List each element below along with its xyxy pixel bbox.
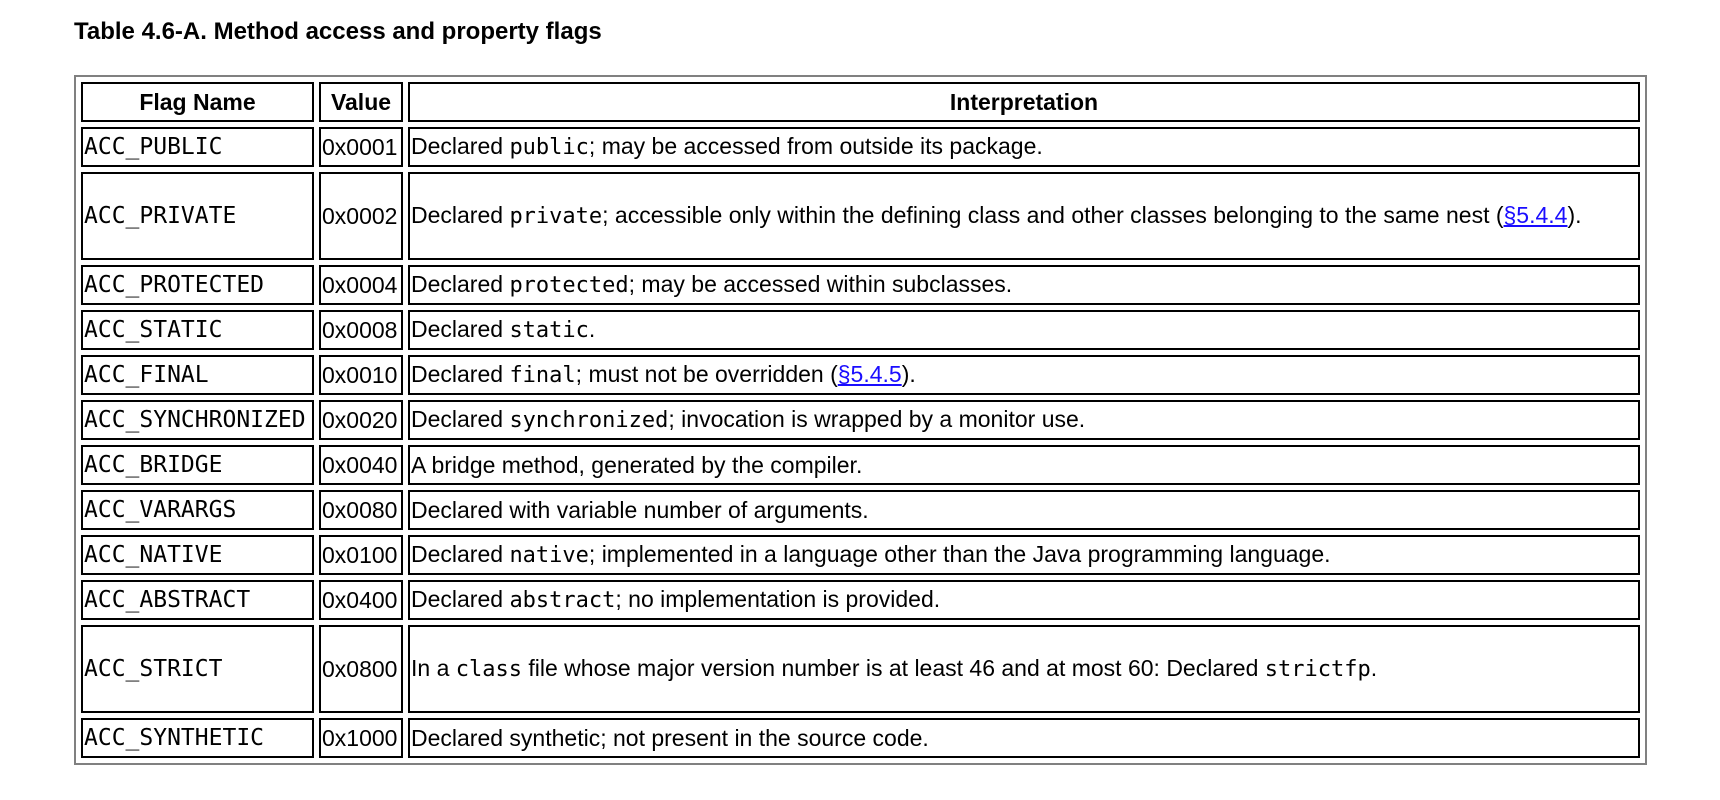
keyword-code: abstract [509,588,616,613]
flag-name-cell: ACC_PROTECTED [81,265,314,305]
table-caption: Table 4.6-A. Method access and property … [74,18,602,45]
flag-value-cell: 0x0008 [319,310,403,350]
interp-text: . [588,316,596,342]
keyword-code: final [509,363,576,388]
interpretation-cell: Declared protected; may be accessed with… [408,265,1640,305]
interpretation-cell: A bridge method, generated by the compil… [408,445,1640,485]
flag-name-cell: ACC_ABSTRACT [81,580,314,620]
table-row: ACC_VARARGS 0x0080 Declared with variabl… [81,490,1640,530]
interp-text: Declared [411,316,510,342]
table-row: ACC_ABSTRACT 0x0400 Declared abstract; n… [81,580,1640,620]
table-row: ACC_SYNCHRONIZED 0x0020 Declared synchro… [81,400,1640,440]
interp-text: Declared with variable number of argumen… [411,497,869,523]
interpretation-cell: In a class file whose major version numb… [408,625,1640,713]
section-link-5-4-5[interactable]: §5.4.5 [837,361,902,387]
flag-name-cell: ACC_STATIC [81,310,314,350]
keyword-code: private [509,204,603,229]
interp-text: Declared [411,541,510,567]
flag-value-cell: 0x0800 [319,625,403,713]
flag-value-cell: 0x0002 [319,172,403,260]
flag-value-cell: 0x0040 [319,445,403,485]
interpretation-cell: Declared synchronized; invocation is wra… [408,400,1640,440]
interp-text: ; must not be overridden ( [575,361,838,387]
header-row: Flag Name Value Interpretation [81,82,1640,122]
flag-name-cell: ACC_PRIVATE [81,172,314,260]
table-row: ACC_PRIVATE 0x0002 Declared private; acc… [81,172,1640,260]
table-row: ACC_SYNTHETIC 0x1000 Declared synthetic;… [81,718,1640,758]
keyword-code: native [509,543,589,568]
header-interpretation: Interpretation [408,82,1640,122]
flag-value-cell: 0x0020 [319,400,403,440]
interp-text: . [1370,655,1378,681]
interpretation-cell: Declared abstract; no implementation is … [408,580,1640,620]
keyword-code: protected [509,273,629,298]
interp-text: ; may be accessed from outside its packa… [588,133,1043,159]
flag-value-cell: 0x0100 [319,535,403,575]
interp-text: Declared [411,202,510,228]
flag-value-cell: 0x0004 [319,265,403,305]
table-row: ACC_FINAL 0x0010 Declared final; must no… [81,355,1640,395]
interpretation-cell: Declared final; must not be overridden (… [408,355,1640,395]
flag-name-cell: ACC_FINAL [81,355,314,395]
header-value: Value [319,82,403,122]
interp-text: Declared [411,271,510,297]
table-row: ACC_STRICT 0x0800 In a class file whose … [81,625,1640,713]
flag-name-cell: ACC_VARARGS [81,490,314,530]
method-access-flags-table: Flag Name Value Interpretation ACC_PUBLI… [74,75,1647,765]
interp-text: ; accessible only within the defining cl… [602,202,1504,228]
interp-text: Declared [411,406,510,432]
flag-name-cell: ACC_NATIVE [81,535,314,575]
flag-name-cell: ACC_PUBLIC [81,127,314,167]
interpretation-cell: Declared native; implemented in a langua… [408,535,1640,575]
interp-text: Declared [411,133,510,159]
keyword-code: public [509,135,589,160]
flag-name-cell: ACC_SYNCHRONIZED [81,400,314,440]
interpretation-cell: Declared public; may be accessed from ou… [408,127,1640,167]
interpretation-cell: Declared with variable number of argumen… [408,490,1640,530]
interp-text: Declared [411,586,510,612]
interp-text: Declared [411,361,510,387]
interp-text: ). [901,361,916,387]
keyword-code: synchronized [509,408,669,433]
table-row: ACC_NATIVE 0x0100 Declared native; imple… [81,535,1640,575]
table-row: ACC_PUBLIC 0x0001 Declared public; may b… [81,127,1640,167]
interp-text: ; implemented in a language other than t… [588,541,1331,567]
interp-text: ; invocation is wrapped by a monitor use… [668,406,1086,432]
interp-text: In a [411,655,456,681]
interpretation-cell: Declared static. [408,310,1640,350]
flag-name-cell: ACC_BRIDGE [81,445,314,485]
flag-value-cell: 0x0080 [319,490,403,530]
flag-value-cell: 0x0010 [319,355,403,395]
header-flag-name: Flag Name [81,82,314,122]
table-row: ACC_STATIC 0x0008 Declared static. [81,310,1640,350]
interp-text: file whose major version number is at le… [522,655,1265,681]
flag-value-cell: 0x1000 [319,718,403,758]
flag-name-cell: ACC_STRICT [81,625,314,713]
table-row: ACC_PROTECTED 0x0004 Declared protected;… [81,265,1640,305]
interp-text: ). [1567,202,1582,228]
flag-value-cell: 0x0001 [319,127,403,167]
flag-value-cell: 0x0400 [319,580,403,620]
interp-text: ; may be accessed within subclasses. [628,271,1013,297]
keyword-code: strictfp [1264,657,1371,682]
keyword-code: class [455,657,522,682]
section-link-5-4-4[interactable]: §5.4.4 [1503,202,1568,228]
interp-text: ; no implementation is provided. [615,586,941,612]
flags-table-container: Flag Name Value Interpretation ACC_PUBLI… [74,75,1647,765]
interp-text: A bridge method, generated by the compil… [411,452,863,478]
interpretation-cell: Declared private; accessible only within… [408,172,1640,260]
flag-name-cell: ACC_SYNTHETIC [81,718,314,758]
keyword-code: static [509,318,589,343]
interpretation-cell: Declared synthetic; not present in the s… [408,718,1640,758]
interp-text: Declared synthetic; not present in the s… [411,725,929,751]
table-row: ACC_BRIDGE 0x0040 A bridge method, gener… [81,445,1640,485]
